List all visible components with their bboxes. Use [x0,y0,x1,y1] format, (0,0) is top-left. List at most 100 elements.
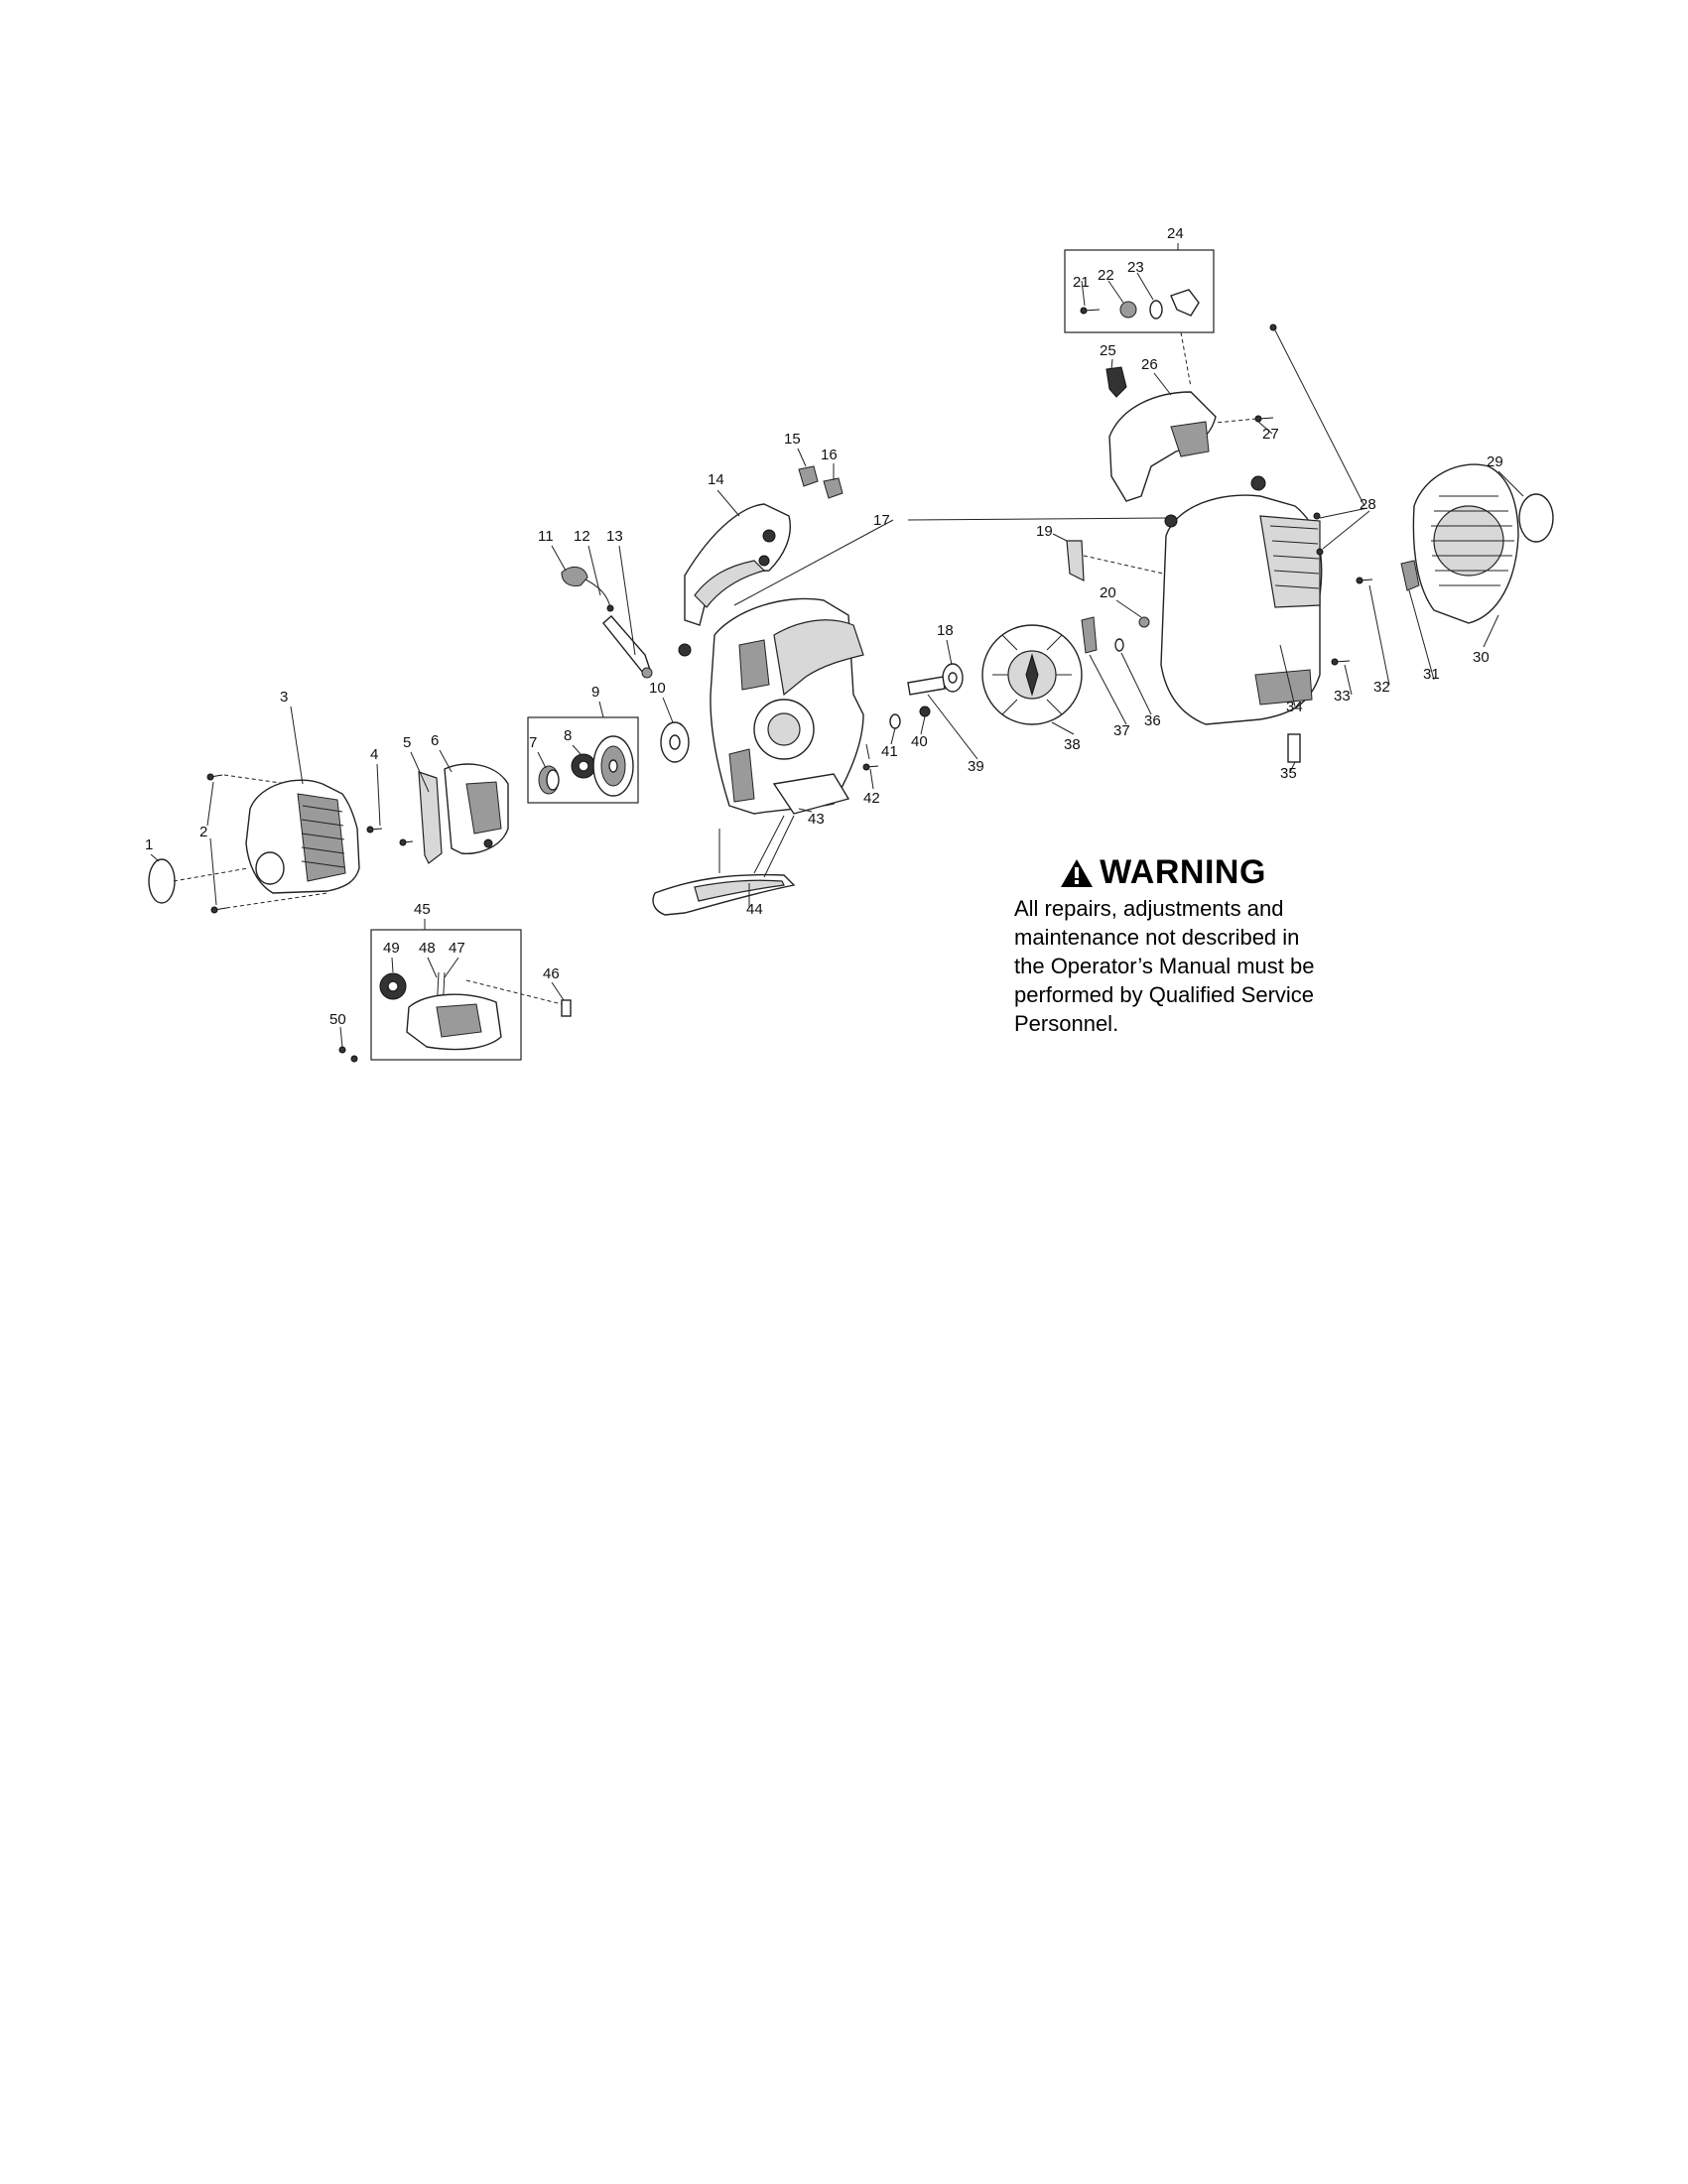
part-46-pin[interactable] [561,999,572,1017]
warning-line: performed by Qualified Service [1014,982,1315,1007]
part-33-screw[interactable] [1331,658,1351,666]
part-19-label[interactable] [1066,540,1085,581]
callout-46: 46 [543,965,560,982]
part-3-air-filter-cover[interactable] [245,779,360,894]
part-24-lever[interactable] [1170,289,1200,317]
part-10-washer[interactable] [660,721,690,763]
part-35-label[interactable] [1287,733,1301,763]
part-25-switch[interactable] [1105,366,1127,398]
callout-20: 20 [1100,584,1116,601]
part-17-housing[interactable] [678,597,864,815]
callout-43: 43 [808,811,825,828]
part-18-spacer[interactable] [942,663,964,693]
callout-25: 25 [1100,342,1116,359]
callout-8: 8 [564,727,572,744]
callout-14: 14 [708,471,724,488]
part-29-decal[interactable] [1518,493,1554,543]
callout-2: 2 [199,824,207,840]
callout-35: 35 [1280,765,1297,782]
callout-31: 31 [1423,666,1440,683]
part-34-fan-housing[interactable] [1160,475,1323,725]
callout-49: 49 [383,940,400,957]
part-49-spring[interactable] [379,972,407,1000]
part-31-bracket[interactable] [1400,560,1420,591]
callout-44: 44 [746,901,763,918]
callout-10: 10 [649,680,666,697]
callout-40: 40 [911,733,928,750]
part-16-nut[interactable] [823,477,844,499]
callout-15: 15 [784,431,801,448]
part-22-knob[interactable] [1119,301,1137,319]
part-5-filter-element[interactable] [418,771,443,864]
callout-26: 26 [1141,356,1158,373]
callout-24: 24 [1167,225,1184,242]
part-13-fuel-hose[interactable] [602,615,653,679]
part-26-handle-cover[interactable] [1108,391,1217,502]
callout-22: 22 [1098,267,1114,284]
part-39-shaft[interactable] [907,676,946,696]
callout-27: 27 [1262,426,1279,443]
callout-39: 39 [968,758,984,775]
part-32-screw[interactable] [1356,577,1373,584]
part-42-screw[interactable] [862,763,879,771]
part-11-grommet[interactable] [561,566,588,586]
warning-title: WARNING [1100,853,1266,891]
part-15-nut[interactable] [798,465,819,487]
part-50-screws[interactable] [338,1046,358,1063]
callout-7: 7 [529,734,537,751]
callout-4: 4 [370,746,378,763]
part-36-washer[interactable] [1114,638,1124,652]
leader-lines [150,243,1524,1048]
callout-18: 18 [937,622,954,639]
callout-12: 12 [574,528,590,545]
callout-38: 38 [1064,736,1081,753]
part-45-box [370,929,522,1061]
part-2-screws[interactable] [206,773,328,914]
callout-32: 32 [1373,679,1390,696]
part-23-oring[interactable] [1149,300,1163,320]
part-12-fuel-line[interactable] [584,578,614,612]
part-37-clip[interactable] [1081,616,1098,654]
callout-3: 3 [280,689,288,706]
part-43-nozzle-inlet[interactable] [772,773,850,815]
part-41-washer[interactable] [889,713,901,729]
callout-28: 28 [1360,496,1376,513]
callout-9: 9 [591,684,599,701]
warning-text: All repairs, adjustments and maintenance… [1014,894,1431,1038]
part-47-switch-housing[interactable] [406,993,502,1051]
part-4-screws[interactable] [366,826,414,846]
warning-notice: WARNING All repairs, adjustments and mai… [1014,853,1431,1038]
callout-13: 13 [606,528,623,545]
warning-line: All repairs, adjustments and [1014,896,1284,921]
part-8-spring[interactable] [571,753,596,779]
warning-heading: WARNING [1014,853,1312,892]
part-24-box [1064,249,1215,333]
callout-23: 23 [1127,259,1144,276]
part-7-pulley[interactable] [538,765,560,795]
part-30-engine-cover[interactable] [1412,463,1519,624]
part-1-filter-pad[interactable] [148,858,176,904]
part-40-nut[interactable] [919,706,931,717]
part-21-screw[interactable] [1080,307,1101,315]
callout-5: 5 [403,734,411,751]
part-14-handle[interactable] [684,503,791,626]
callout-37: 37 [1113,722,1130,739]
part-6-filter-base[interactable] [444,763,509,855]
callout-6: 6 [431,732,439,749]
part-9-recoil-pulley[interactable] [592,735,634,797]
callout-36: 36 [1144,712,1161,729]
part-28-screws[interactable] [1269,323,1324,556]
callout-16: 16 [821,447,838,463]
callout-45: 45 [414,901,431,918]
callout-19: 19 [1036,523,1053,540]
callout-1: 1 [145,836,153,853]
callout-21: 21 [1073,274,1090,291]
part-44-throttle-trigger[interactable] [652,873,796,916]
part-20-nut[interactable] [1138,616,1150,628]
callout-50: 50 [329,1011,346,1028]
callout-47: 47 [449,940,465,957]
warning-line: the Operator’s Manual must be [1014,954,1315,978]
callout-labels: 1 2 3 4 5 6 7 8 9 10 11 12 13 14 15 16 1… [145,225,1503,1028]
part-38-impeller[interactable] [981,624,1083,725]
part-27-screw[interactable] [1215,415,1274,424]
